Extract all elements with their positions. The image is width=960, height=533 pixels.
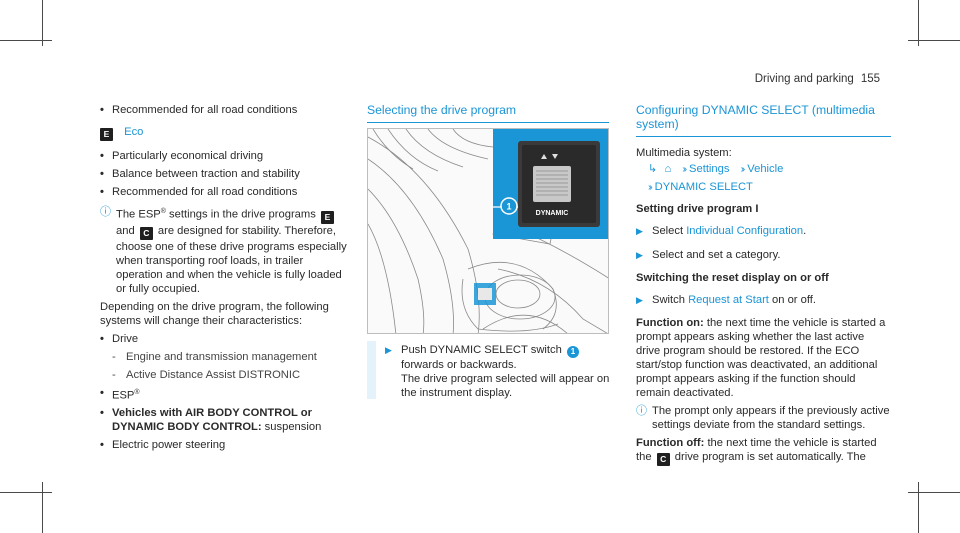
registered-mark: ® [134,388,140,396]
right-column: Configuring DYNAMIC SELECT (multimedia s… [636,103,891,466]
home-icon[interactable]: ⌂ [664,163,672,175]
step-text: Switch [652,294,689,306]
step-text: forwards or backwards. [401,359,517,371]
page-number: 155 [860,73,880,85]
chevron-icon: ›› [682,164,686,175]
section-title: Configuring DYNAMIC SELECT (multimedia s… [636,103,891,137]
list-item: Particularly economical driving [100,149,352,163]
vehicles-heading: Vehicles with AIR BODY CONTROL or DYNAMI… [112,407,312,434]
left-column: Recommended for all road conditions E Ec… [100,103,352,456]
esp-label: ESP [112,389,135,402]
step-text: Push DYNAMIC SELECT switch [401,344,565,356]
eco-row: E Eco [100,125,352,141]
sub-list-item: Active Distance Assist DISTRONIC [112,368,352,382]
list-item: Electric power steering [100,438,352,452]
info-icon: ⓘ [100,206,111,218]
callout-marker [500,197,518,215]
eco-key-icon: E [100,128,113,141]
chevron-icon: ›› [648,182,652,193]
note-text: are designed for stability. Therefore, c… [116,224,347,295]
note-text: The ESP [116,208,161,221]
dynamic-button-label: DYNAMIC [536,210,569,217]
instruction-step: Select and set a category. [636,248,891,262]
e-key-icon: E [320,210,334,224]
c-key-icon: C [656,453,670,466]
crop-mark [0,40,52,41]
instruction-step: Switch Request at Start on or off. [636,293,891,307]
console-illustration: DYNAMIC 1 [368,129,608,333]
callout-ref: 1 [566,346,579,358]
list-item: Recommended for all road conditions [100,185,352,199]
instruction-step: Push DYNAMIC SELECT switch 1 forwards or… [385,343,611,400]
menu-settings[interactable]: Settings [689,163,730,175]
menu-dynamic-select[interactable]: DYNAMIC SELECT [654,181,753,193]
instruction-step: Select Individual Configuration. [636,224,891,238]
note: ⓘ The ESP® settings in the drive program… [100,205,352,296]
crop-mark [918,0,919,46]
step-text: Select [652,225,687,237]
crop-mark [0,492,52,493]
middle-step: Push DYNAMIC SELECT switch 1 forwards or… [385,343,611,404]
subheading: Setting drive program I [636,203,759,215]
list-item: Recommended for all road conditions [100,103,352,117]
subheading: Switching the reset display on or off [636,272,829,284]
return-arrow-icon: ↳ [648,163,658,175]
menu-path-2: ››DYNAMIC SELECT [636,180,891,195]
chevron-icon: ›› [740,164,745,175]
note-text: The prompt only appears if the previousl… [652,405,890,431]
list-item: Drive [100,332,352,346]
info-icon: ⓘ [636,405,647,417]
page-header: Driving and parking 155 [755,72,880,86]
individual-configuration-link[interactable]: Individual Configuration [686,225,804,237]
crop-mark [42,482,43,533]
menu-path: ↳ ⌂ ››Settings ››Vehicle [636,162,891,177]
step-result: The drive program selected will appear o… [401,373,610,399]
function-on-text: the next time the vehicle is started a p… [636,317,886,399]
function-off-text: the next time the vehicle is started the [636,437,877,463]
registered-mark: ® [160,208,166,215]
step-text: on or off. [768,294,816,306]
function-off-label: Function off: [636,437,705,449]
function-on-paragraph: Function on: the next time the vehicle i… [636,316,891,400]
callout-number: 1 [506,202,511,212]
menu-vehicle[interactable]: Vehicle [747,163,784,175]
section-title: Selecting the drive program [367,103,609,123]
request-at-start-link[interactable]: Request at Start [688,294,769,306]
note-text: settings in the drive programs [165,208,319,221]
list-item: Vehicles with AIR BODY CONTROL or DYNAMI… [100,406,352,434]
note: ⓘ The prompt only appears if the previou… [636,404,891,432]
note-text: and [116,224,138,237]
eco-label: Eco [124,126,144,138]
list-item: Balance between traction and stability [100,167,352,181]
vehicles-text: suspension [261,421,322,434]
function-off-paragraph: Function off: the next time the vehicle … [636,436,891,466]
sub-list-item: Engine and transmission management [112,350,352,364]
dynamic-select-figure: DYNAMIC 1 [367,128,609,334]
crop-mark [918,482,919,533]
depending-text: Depending on the drive program, the foll… [100,300,329,327]
middle-column: Selecting the drive program [367,103,609,123]
crop-mark [908,492,960,493]
function-on-label: Function on: [636,317,704,329]
c-key-icon: C [139,226,153,240]
crop-mark [42,0,43,46]
list-item: ESP® [100,386,352,403]
function-off-text: drive program is set automatically. The [671,451,866,463]
section-title: Driving and parking [754,73,854,85]
step-text: . [803,225,807,237]
multimedia-label: Multimedia system: [636,147,732,159]
step-highlight [367,341,376,399]
crop-mark [908,40,960,41]
